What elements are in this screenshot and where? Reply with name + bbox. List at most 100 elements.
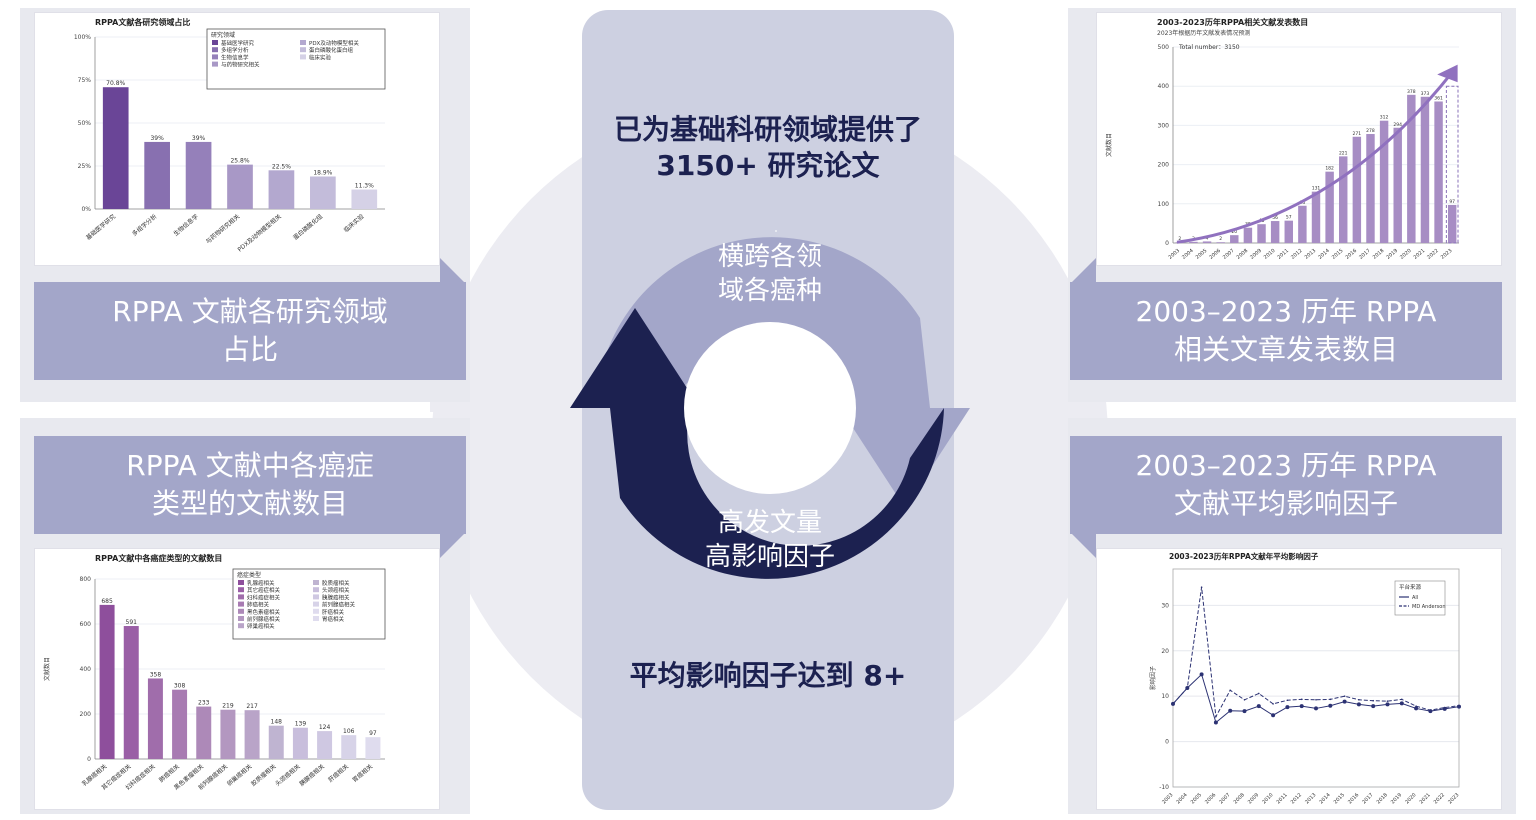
- trend-arrowhead: [1437, 64, 1458, 83]
- x-tick-label: 2011: [1276, 792, 1289, 805]
- bar: [1202, 241, 1212, 243]
- x-tick-label: 头颈癌相关: [274, 762, 302, 787]
- cycle-arrowhead-left: [570, 308, 700, 408]
- bar: [1366, 134, 1375, 243]
- data-point: [1343, 695, 1346, 697]
- x-tick-label: 2007: [1222, 248, 1236, 261]
- legend-item: 多组学分析: [221, 46, 249, 54]
- data-label: 39%: [150, 135, 164, 142]
- label-line: 相关文章发表数目: [1173, 333, 1398, 366]
- chart-subtitle: 2023年根据历年文献发表情况预测: [1157, 29, 1250, 37]
- legend-item: 临床实验: [309, 53, 332, 61]
- data-label: 20: [1231, 229, 1237, 235]
- x-tick-label: 与药物研究相关: [204, 212, 241, 245]
- legend-swatch: [212, 40, 218, 45]
- y-tick-label: 500: [1158, 44, 1170, 51]
- x-tick-label: 蛋白磷酸化组: [291, 212, 324, 241]
- x-tick-label: 生物信息学: [172, 212, 200, 237]
- label-line: 2003–2023 历年 RPPA: [1135, 449, 1437, 482]
- data-point: [1172, 703, 1174, 705]
- bar: [268, 725, 284, 759]
- data-label: 219: [222, 703, 234, 710]
- bar: [1311, 191, 1321, 243]
- data-label: 97: [1449, 199, 1455, 205]
- bar: [185, 141, 212, 209]
- bar: [292, 727, 308, 759]
- bar: [365, 737, 381, 759]
- data-label: 378: [1407, 89, 1416, 95]
- bar: [1257, 224, 1266, 243]
- data-point: [1271, 713, 1276, 718]
- label-impact-factor: 2003–2023 历年 RPPA 文献平均影响因子: [1070, 436, 1502, 534]
- legend-item: 蛋白磷酸化蛋白组: [309, 46, 354, 54]
- x-tick-label: 2004: [1181, 248, 1195, 261]
- label-line: 类型的文献数目: [151, 487, 348, 520]
- y-tick-label: 0: [1165, 739, 1169, 746]
- legend-box: [232, 568, 386, 640]
- ring-line: 高影响因子: [704, 542, 835, 572]
- plot-frame: [1172, 568, 1460, 788]
- bar: [1352, 136, 1362, 243]
- x-tick-label: 2019: [1385, 248, 1399, 261]
- bar: [1230, 235, 1239, 243]
- x-tick-label: 2011: [1276, 248, 1290, 261]
- x-tick-label: 2019: [1390, 792, 1403, 805]
- x-tick-label: 肺癌相关: [157, 762, 181, 784]
- bar: [102, 87, 129, 209]
- y-tick-label: 400: [1158, 83, 1170, 90]
- data-label: 312: [1380, 115, 1389, 121]
- x-tick-label: 基础医学研究: [84, 212, 117, 241]
- bar: [1189, 241, 1198, 243]
- x-tick-label: 2016: [1347, 792, 1360, 805]
- cancer-type-chart: RPPA文献中各癌症类型的文献数目0200400600800文献数目685乳腺癌…: [43, 553, 386, 792]
- legend-box: [206, 28, 386, 90]
- bar: [147, 678, 163, 759]
- data-label: 294: [1393, 122, 1402, 128]
- y-tick-label: 100: [1158, 201, 1170, 208]
- legend-item: 胃癌相关: [322, 615, 345, 623]
- x-tick-label: 2015: [1333, 792, 1346, 805]
- data-point: [1385, 702, 1390, 707]
- x-tick-label: 2008: [1233, 792, 1246, 805]
- data-label: 25.8%: [230, 158, 249, 165]
- x-tick-label: 胶质瘤相关: [249, 762, 277, 787]
- bar: [1298, 205, 1307, 243]
- bar: [196, 706, 212, 759]
- bar: [1270, 221, 1280, 243]
- data-label: 4: [1206, 235, 1209, 241]
- bar: [1325, 171, 1334, 243]
- x-tick-label: 2015: [1331, 248, 1345, 261]
- x-tick-label: PDX及动物模型相关: [236, 212, 283, 253]
- cycle-ring: [570, 230, 970, 579]
- x-tick-label: 2014: [1317, 248, 1331, 261]
- bar: [1420, 96, 1430, 243]
- bar: [227, 164, 253, 209]
- y-tick-label: 100%: [74, 34, 91, 41]
- bar: [1284, 220, 1293, 243]
- ring-line: 域各癌种: [717, 276, 822, 306]
- x-tick-label: 2018: [1372, 248, 1386, 261]
- data-point: [1229, 689, 1231, 692]
- x-tick-label: 2005: [1195, 248, 1209, 261]
- legend-swatch: [238, 594, 244, 600]
- legend-swatch: [212, 54, 218, 60]
- trend-arrow: [1176, 69, 1455, 244]
- label-line: 文献平均影响因子: [1173, 487, 1398, 520]
- data-point: [1328, 703, 1333, 708]
- label-line: RPPA 文献中各癌症: [126, 449, 374, 482]
- y-tick-label: 800: [80, 576, 92, 583]
- y-tick-label: -10: [1159, 784, 1169, 791]
- data-point: [1443, 706, 1446, 709]
- x-tick-label: 多组学分析: [130, 212, 158, 237]
- legend-swatch: [300, 47, 306, 53]
- forecast-box: [1445, 85, 1459, 244]
- legend-swatch: [313, 601, 319, 607]
- legend-swatch: [313, 594, 319, 600]
- x-tick-label: 卵巢癌相关: [225, 762, 253, 787]
- legend-swatch: [313, 616, 319, 621]
- data-label: 233: [198, 700, 210, 707]
- x-tick-label: 2003: [1161, 792, 1174, 805]
- data-point: [1372, 699, 1374, 702]
- legend-swatch: [313, 587, 319, 593]
